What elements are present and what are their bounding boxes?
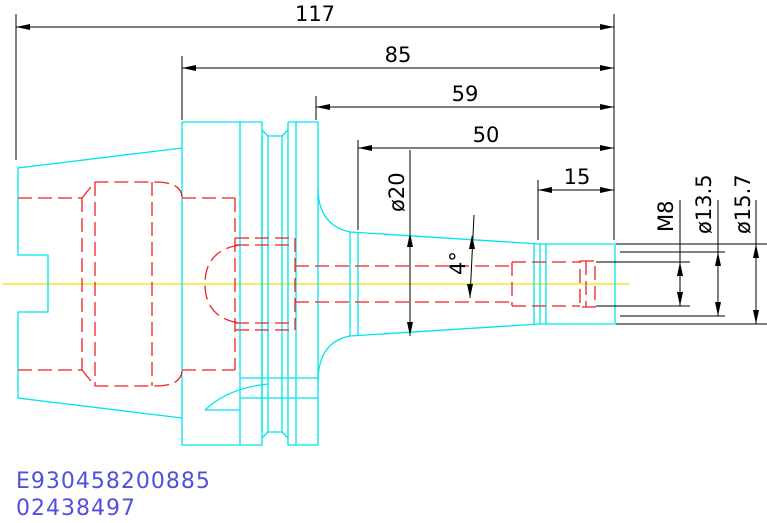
angle-4-label: 4° bbox=[446, 251, 470, 275]
dim-50-label: 50 bbox=[473, 123, 500, 147]
dia-15-7-label: ø15.7 bbox=[731, 174, 755, 234]
part-code-line-1: E930458200885 bbox=[16, 469, 211, 494]
dim-59-label: 59 bbox=[452, 82, 479, 106]
dimension-lines bbox=[15, 14, 767, 336]
dim-15-label: 15 bbox=[564, 165, 591, 189]
hidden-lines bbox=[18, 181, 596, 387]
tool-holder-outline bbox=[17, 121, 616, 446]
dim-85-label: 85 bbox=[385, 43, 412, 67]
dia-20-label: ø20 bbox=[385, 172, 409, 212]
arrowheads bbox=[16, 24, 759, 336]
dia-13-5-label: ø13.5 bbox=[692, 174, 716, 234]
dim-117-label: 117 bbox=[295, 2, 335, 26]
part-code-line-2: 02438497 bbox=[16, 496, 136, 521]
part-codes: E930458200885 02438497 bbox=[16, 468, 211, 522]
thread-m8-label: M8 bbox=[654, 201, 678, 232]
